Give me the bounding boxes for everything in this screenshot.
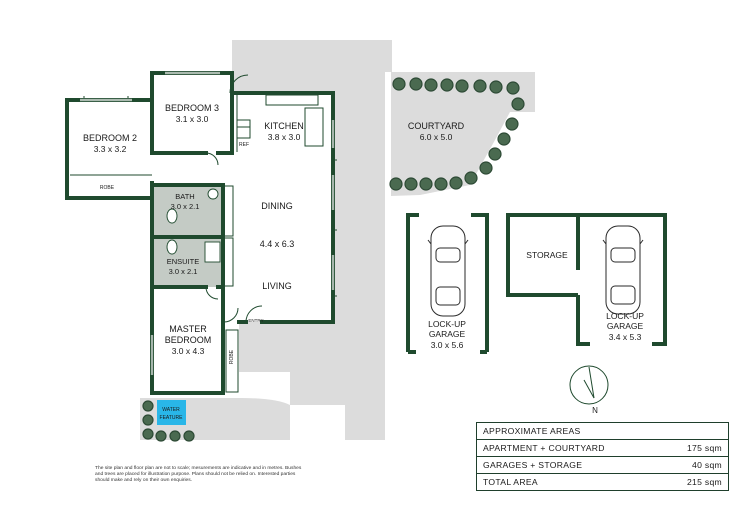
areas-heading-row: APPROXIMATE AREAS [477, 423, 729, 440]
garage2-size: 3.4 x 5.3 [609, 332, 642, 342]
courtyard-size: 6.0 x 5.0 [420, 132, 453, 142]
bedroom3-name: BEDROOM 3 [165, 103, 219, 113]
car-icon-garage-2 [602, 225, 644, 315]
robe-master-label: ROBE [229, 349, 235, 364]
master-name-1: MASTER [169, 324, 207, 334]
garage2-name-1: LOCK-UP [606, 311, 644, 321]
robe-label: ROBE [100, 185, 115, 191]
area-value: 175 sqm [662, 439, 729, 457]
garage-1-walls [406, 213, 489, 354]
water-feature [157, 400, 186, 425]
ref-label: REF [239, 142, 249, 148]
water-feature-line1: WATER [162, 407, 180, 413]
dining-name: DINING [261, 201, 293, 211]
garage1-name-1: LOCK-UP [428, 319, 466, 329]
bath-name: BATH [175, 192, 194, 201]
storage-name: STORAGE [526, 250, 568, 260]
room-labels: BEDROOM 2 3.3 x 3.2 BEDROOM 3 3.1 x 3.0 … [83, 103, 644, 421]
compass-north-label: N [592, 406, 598, 415]
garage1-name-2: GARAGE [429, 329, 466, 339]
garage1-size: 3.0 x 5.6 [431, 340, 464, 350]
interior-details [70, 74, 337, 393]
garage-2-walls [506, 213, 667, 346]
area-label: APARTMENT + COURTYARD [476, 439, 663, 457]
ensuite-toilet [166, 239, 178, 255]
bath-size: 3.0 x 2.1 [171, 202, 200, 211]
table-row: GARAGES + STORAGE 40 sqm [476, 456, 729, 474]
window-lines [80, 72, 334, 375]
ensuite-name: ENSUITE [167, 257, 200, 266]
bath-toilet [166, 208, 178, 224]
car-icon-garage-1 [427, 225, 469, 317]
living-name: LIVING [262, 281, 292, 291]
bath-basin [207, 188, 219, 200]
area-label: GARAGES + STORAGE [476, 456, 663, 474]
compass-icon [569, 365, 609, 405]
area-value: 40 sqm [662, 456, 729, 474]
table-row: TOTAL AREA 215 sqm [476, 473, 729, 491]
ensuite-shower [204, 241, 221, 263]
outdoor-areas [140, 40, 535, 440]
bedroom3-size: 3.1 x 3.0 [176, 114, 209, 124]
living-dining-size: 4.4 x 6.3 [260, 239, 295, 249]
courtyard-area [391, 72, 535, 196]
walkway [232, 40, 392, 440]
table-row: APARTMENT + COURTYARD 175 sqm [476, 439, 729, 457]
disclaimer-text: The site plan and floor plan are not to … [95, 466, 302, 484]
water-feature-line2: FEATURE [160, 415, 184, 421]
kitchen-size: 3.8 x 3.0 [268, 132, 301, 142]
master-name-2: BEDROOM [165, 335, 212, 345]
kitchen-name: KITCHEN [264, 121, 304, 131]
area-label: TOTAL AREA [476, 473, 663, 491]
garden-entry-curve [241, 398, 290, 440]
bedroom2-size: 3.3 x 3.2 [94, 144, 127, 154]
master-size: 3.0 x 4.3 [172, 346, 205, 356]
approximate-areas-table: APPROXIMATE AREAS APARTMENT + COURTYARD … [476, 422, 729, 491]
entry-label: ENTRY [248, 318, 263, 323]
bedroom2-name: BEDROOM 2 [83, 133, 137, 143]
area-value: 215 sqm [662, 473, 729, 491]
garage2-name-2: GARAGE [607, 321, 644, 331]
ensuite-size: 3.0 x 2.1 [169, 267, 198, 276]
courtyard-name: COURTYARD [408, 121, 465, 131]
trees [142, 77, 525, 442]
areas-heading: APPROXIMATE AREAS [483, 426, 581, 436]
fixtures [166, 188, 221, 263]
